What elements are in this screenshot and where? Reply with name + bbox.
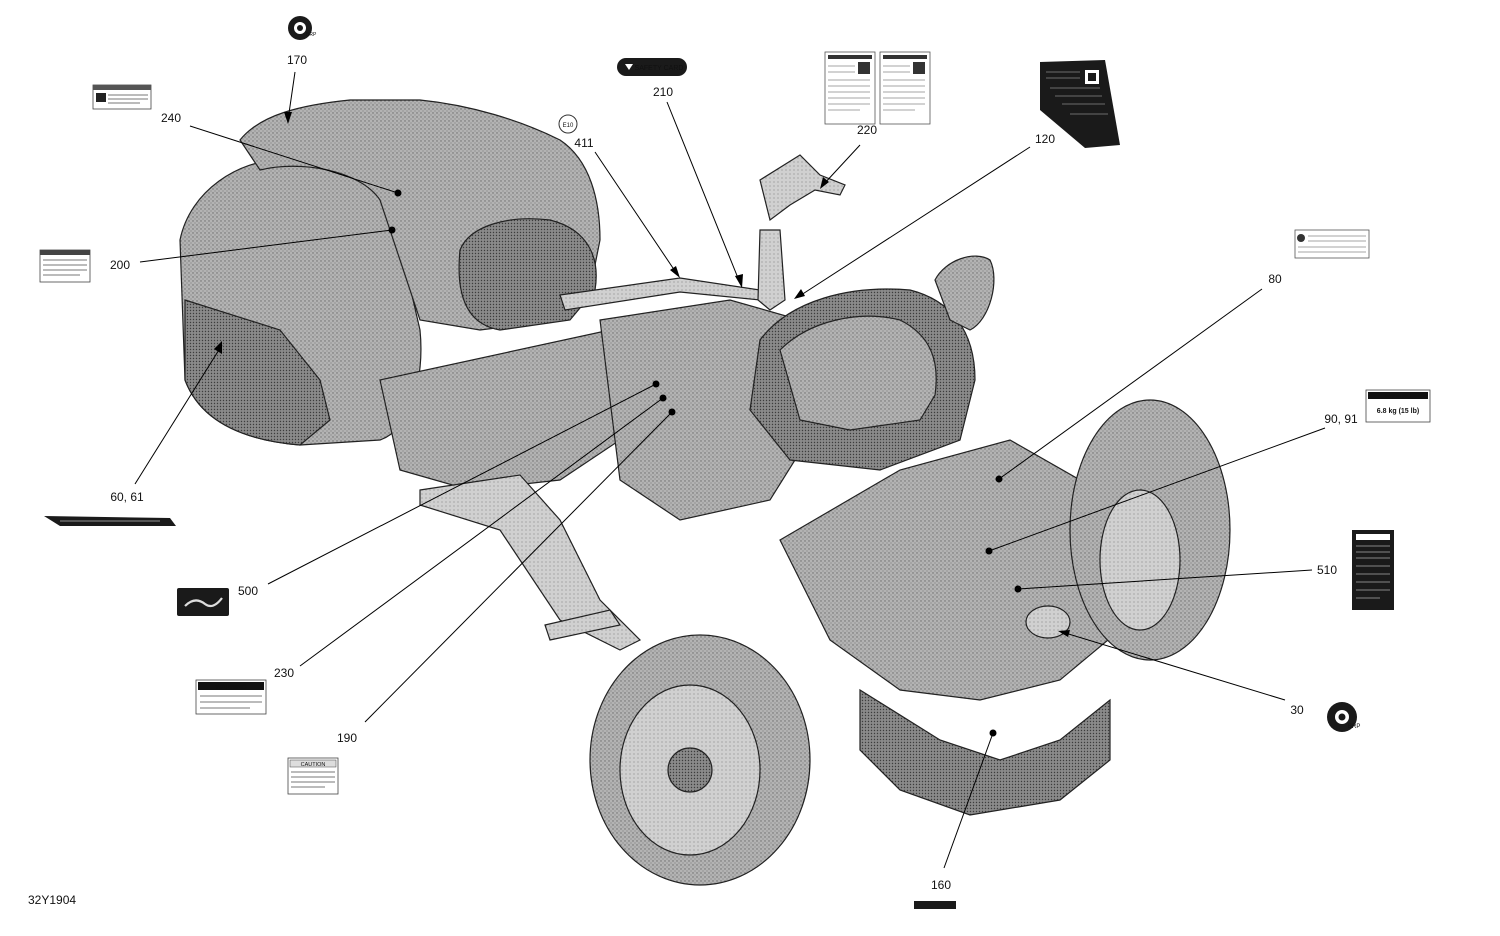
callout-30: 30 <box>1290 703 1304 717</box>
decal-brp-logo-bottom: BRP <box>1327 702 1360 732</box>
decal-brp-logo-top: BRP <box>288 16 317 40</box>
decal-e10: E10 <box>558 114 578 134</box>
callout-160: 160 <box>931 878 951 892</box>
decal-500-badge <box>177 588 229 616</box>
callout-170: 170 <box>287 53 307 67</box>
callout-120: 120 <box>1035 132 1055 146</box>
decal-200 <box>39 249 91 283</box>
mirror <box>934 255 995 331</box>
decal-190-caution: CAUTION <box>287 757 339 795</box>
callout-labels: 170 240 200 60, 61 500 230 190 411 210 2… <box>110 53 1358 892</box>
callout-90-91: 90, 91 <box>1324 412 1358 426</box>
decal-240 <box>92 84 152 110</box>
safety-card-label: SAFETY CARD <box>635 65 684 72</box>
decal-thumbnails: BRP WAR <box>39 16 1431 909</box>
callout-230: 230 <box>274 666 294 680</box>
brp-logo-text-top: BRP <box>306 32 317 38</box>
callout-240: 240 <box>161 111 181 125</box>
right-front-wheel-hub <box>1099 489 1181 631</box>
decal-230-warning: WARNING <box>195 679 267 715</box>
footrest-frame <box>419 474 642 651</box>
callout-411: 411 <box>574 136 593 150</box>
callout-210: 210 <box>653 85 673 99</box>
decal-safety-card: SAFETY CARD <box>617 58 687 76</box>
callout-80: 80 <box>1268 272 1282 286</box>
callout-200: 200 <box>110 258 130 272</box>
decal-220-cards <box>824 51 931 125</box>
leader-lines <box>134 71 1326 869</box>
diagram-code: 32Y1904 <box>28 893 76 907</box>
callout-60-61: 60, 61 <box>110 490 144 504</box>
warning-label-90: WARNING <box>1385 394 1411 400</box>
caution-label-190: CAUTION <box>301 762 326 768</box>
left-front-wheel-hub <box>667 747 713 793</box>
rear-saddlebag-lower <box>184 299 331 446</box>
foot-peg <box>544 609 621 641</box>
callout-500: 500 <box>238 584 258 598</box>
dash-cover <box>779 315 937 431</box>
callout-190: 190 <box>337 731 357 745</box>
brake-lever <box>759 154 846 222</box>
decal-120-dark <box>1040 60 1120 148</box>
callout-510: 510 <box>1317 563 1337 577</box>
vehicle-illustration <box>179 99 1231 886</box>
hood-cap <box>1025 605 1071 639</box>
weight-limit-label: 6.8 kg (15 lb) <box>1377 408 1419 415</box>
front-grille <box>859 688 1111 816</box>
warning-label-230: WARNING <box>215 684 246 691</box>
decal-160-stripe <box>914 901 956 909</box>
decal-90-91-weight: WARNING 6.8 kg (15 lb) <box>1365 389 1431 423</box>
decal-510-dark <box>1352 530 1394 610</box>
decal-80 <box>1294 229 1370 259</box>
e10-label: E10 <box>563 123 574 129</box>
seat-well <box>458 218 597 331</box>
callout-220: 220 <box>857 123 877 137</box>
handlebar-stem <box>757 229 786 311</box>
brp-logo-text-bottom: BRP <box>1348 724 1360 730</box>
